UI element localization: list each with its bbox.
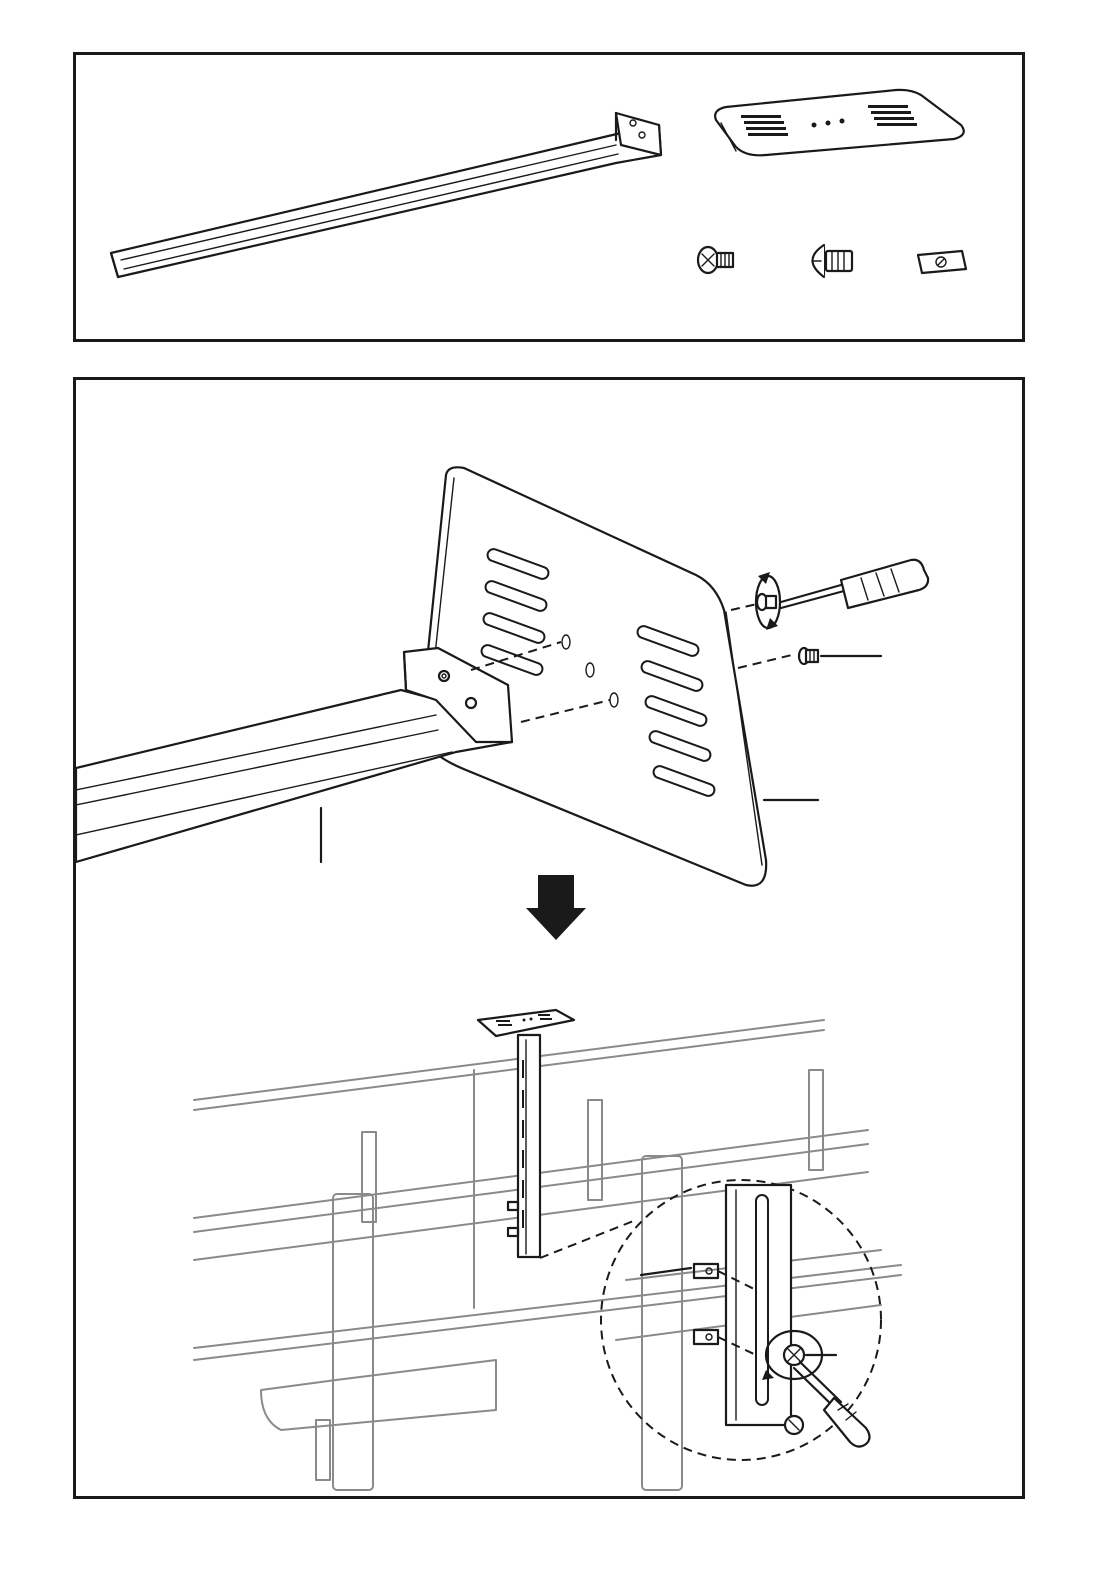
bolt-icon xyxy=(813,245,853,277)
plate-icon xyxy=(478,1010,574,1036)
screw-icon xyxy=(757,594,776,610)
parts-drawing xyxy=(76,55,1022,339)
down-arrow-icon xyxy=(526,875,586,940)
plate-icon xyxy=(715,90,964,155)
step-attach-plate xyxy=(76,467,928,885)
step-mount-frame xyxy=(194,1010,901,1490)
screwdriver-icon xyxy=(794,1362,870,1447)
rail-icon xyxy=(76,648,512,862)
zoom-detail-icon xyxy=(540,1180,881,1460)
assembly-panel xyxy=(73,377,1025,1499)
parts-panel xyxy=(73,52,1025,342)
nut-icon xyxy=(918,251,966,273)
screwdriver-icon xyxy=(781,560,928,608)
assembly-drawing xyxy=(76,380,1022,1496)
screw-icon xyxy=(698,247,733,273)
screw-icon xyxy=(799,648,818,664)
rail-icon xyxy=(111,113,661,277)
rail-icon xyxy=(508,1035,540,1257)
nut-icon xyxy=(694,1264,718,1344)
